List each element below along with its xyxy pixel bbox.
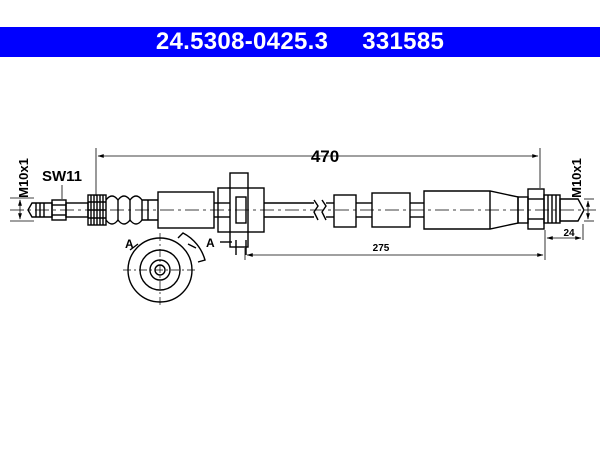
mounting-bracket	[217, 172, 265, 255]
wrench-size-label: SW11	[42, 168, 82, 185]
part-number: 24.5308-0425.3	[155, 28, 329, 55]
overall-length-label: 470	[311, 147, 339, 166]
left-thread-label: M10x1	[16, 158, 31, 198]
fitting-length-dimension	[546, 224, 584, 240]
overall-length-dimension	[95, 148, 541, 196]
fitting-length-label: 24	[563, 228, 575, 239]
reference-number: 331585	[362, 28, 445, 55]
header-banner: 24.5308-0425.3 331585	[0, 27, 600, 57]
left-thread-dimension	[10, 197, 34, 222]
break-symbol	[313, 199, 327, 221]
section-marker-right: A	[206, 236, 215, 250]
partial-length-label: 275	[373, 243, 390, 254]
partial-length-dimension	[244, 230, 546, 260]
right-thread-label: M10x1	[569, 158, 584, 198]
hose-sleeve-2	[333, 194, 357, 228]
section-marker-left: A	[125, 237, 134, 251]
section-view-a	[123, 232, 206, 307]
